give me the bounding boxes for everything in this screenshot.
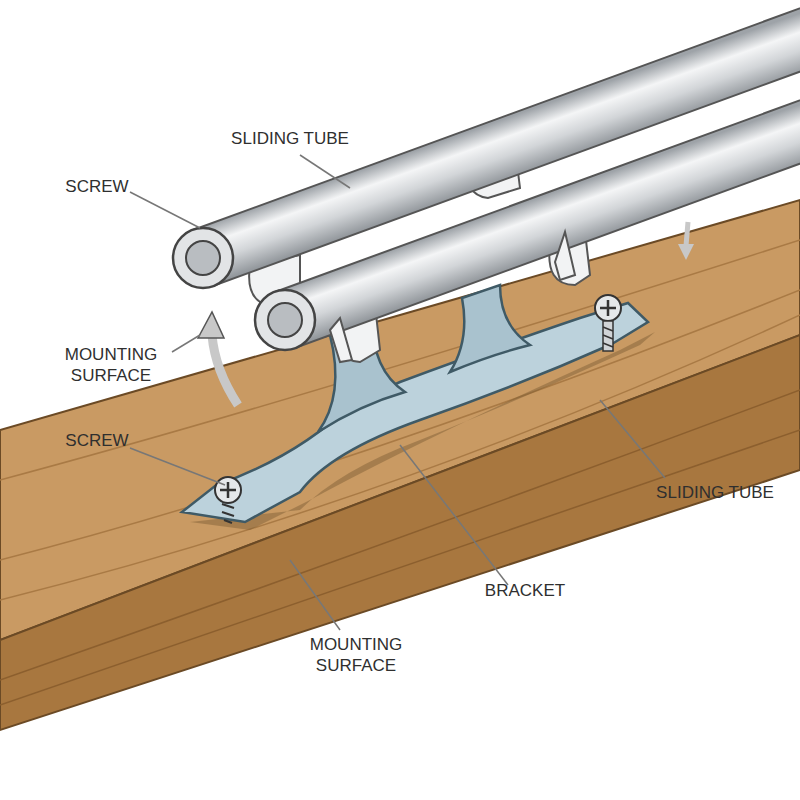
motion-arrowhead bbox=[198, 312, 224, 338]
tube-bore bbox=[268, 303, 302, 337]
bracket-post bbox=[450, 285, 530, 372]
leader-line bbox=[172, 335, 200, 352]
part-label: MOUNTING SURFACE bbox=[55, 344, 167, 387]
motion-arrowhead bbox=[678, 244, 694, 260]
leader-line bbox=[400, 445, 508, 585]
sliding-tube bbox=[275, 93, 800, 348]
bracket-base bbox=[182, 303, 648, 522]
leader-lines bbox=[130, 155, 665, 630]
tube-bore bbox=[186, 241, 220, 275]
tube-clip bbox=[330, 232, 575, 362]
leader-line bbox=[290, 560, 340, 630]
part-label: SCREW bbox=[52, 176, 142, 197]
tube-end bbox=[173, 228, 233, 288]
tube-end bbox=[255, 290, 315, 350]
part-label: BRACKET bbox=[470, 580, 580, 601]
leader-line bbox=[130, 192, 200, 228]
part-label: SCREW bbox=[52, 430, 142, 451]
part-label: SLIDING TUBE bbox=[640, 482, 790, 503]
part-label: SLIDING TUBE bbox=[210, 128, 370, 149]
motion-arrow bbox=[686, 222, 688, 246]
screw bbox=[215, 477, 241, 523]
motion-arrow bbox=[212, 335, 238, 405]
leader-line bbox=[130, 448, 225, 485]
leader-line bbox=[300, 155, 350, 188]
screw bbox=[595, 295, 621, 351]
leader-line bbox=[600, 400, 665, 478]
part-label: MOUNTING SURFACE bbox=[300, 634, 412, 677]
